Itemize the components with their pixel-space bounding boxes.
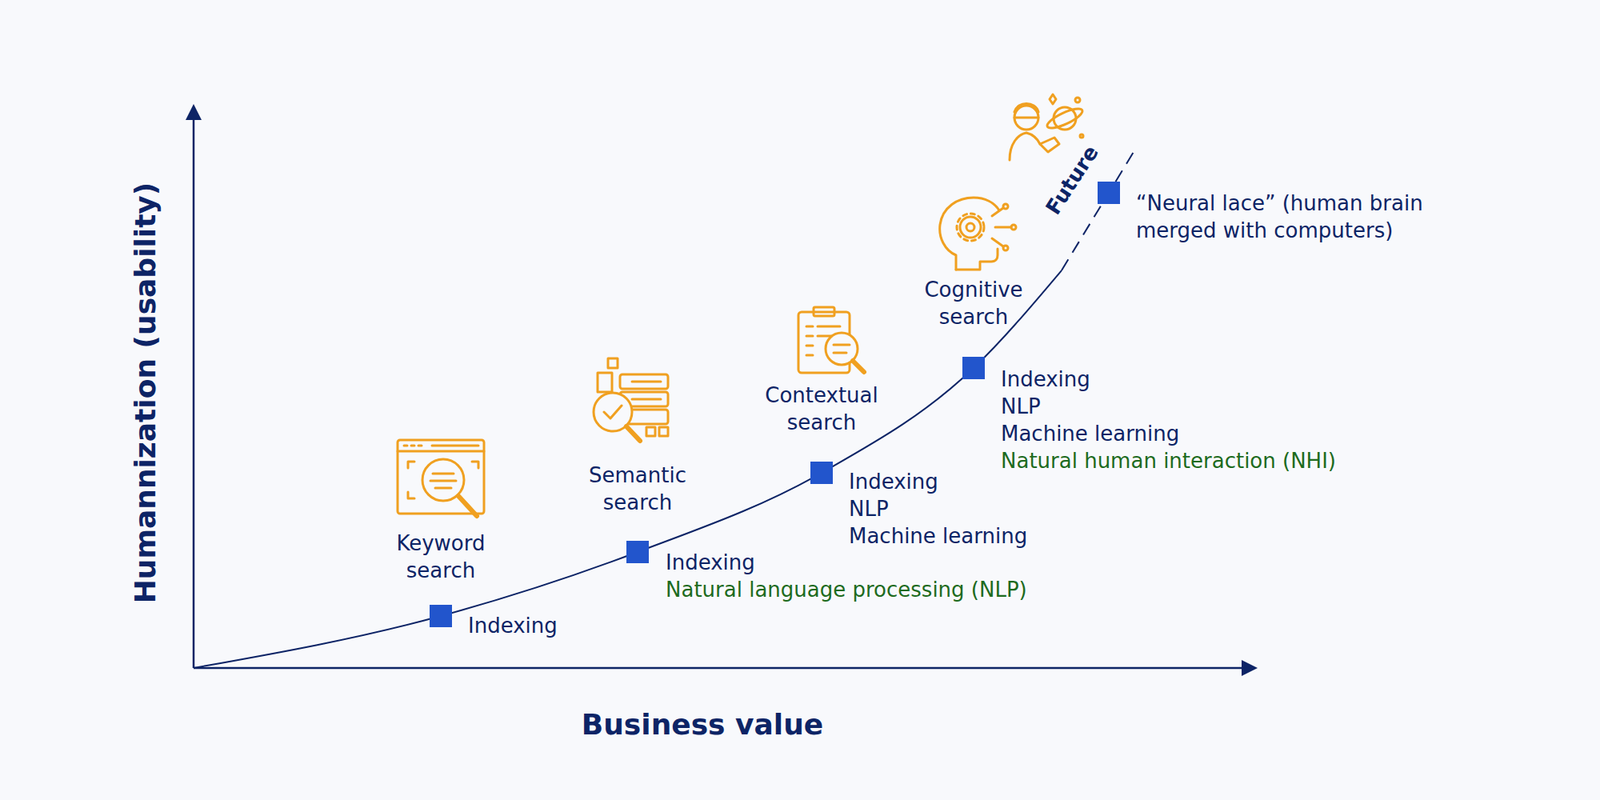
technology-item: NLP: [848, 495, 889, 523]
technology-item: NLP: [1000, 392, 1041, 420]
growth-curve: [193, 148, 1136, 668]
x-axis: [193, 667, 1255, 670]
technology-item: Machine learning: [1000, 420, 1180, 448]
stage-name: Cognitive search: [904, 276, 1044, 331]
stage-name: Contextual search: [752, 381, 892, 436]
keyword-icon: [397, 440, 484, 516]
stage-marker: [429, 604, 452, 628]
semantic-icon: [593, 358, 668, 441]
cognitive-icon: [940, 197, 1016, 270]
contextual-icon: [798, 307, 864, 373]
y-axis: [192, 107, 196, 668]
future-note: “Neural lace” (human brain merged with c…: [1136, 189, 1488, 244]
stage-markers: [429, 181, 1120, 628]
technology-item: Indexing: [848, 468, 939, 496]
stage-marker: [626, 540, 649, 564]
future-label: Future: [1039, 140, 1104, 220]
curve-solid: [193, 270, 1062, 668]
axes: [193, 107, 1255, 668]
stage-marker: [962, 356, 985, 380]
technology-item: Indexing: [1000, 365, 1091, 393]
stage-marker: [810, 461, 833, 484]
future-icon: [1009, 94, 1085, 160]
stage-name: Semantic search: [569, 461, 706, 516]
stage-name: Keyword search: [372, 529, 509, 584]
technology-item: Indexing: [468, 612, 558, 640]
technology-item: Indexing: [665, 548, 756, 576]
technology-item: Natural language processing (NLP): [665, 576, 1028, 604]
axis-title: Business value: [581, 707, 824, 743]
technology-item: Machine learning: [848, 522, 1028, 550]
stage-icons: [397, 94, 1085, 516]
stage-marker: [1097, 181, 1120, 204]
technology-item: Natural human interaction (NHI): [1000, 447, 1336, 475]
axis-title: Humannization (usability): [128, 182, 164, 604]
